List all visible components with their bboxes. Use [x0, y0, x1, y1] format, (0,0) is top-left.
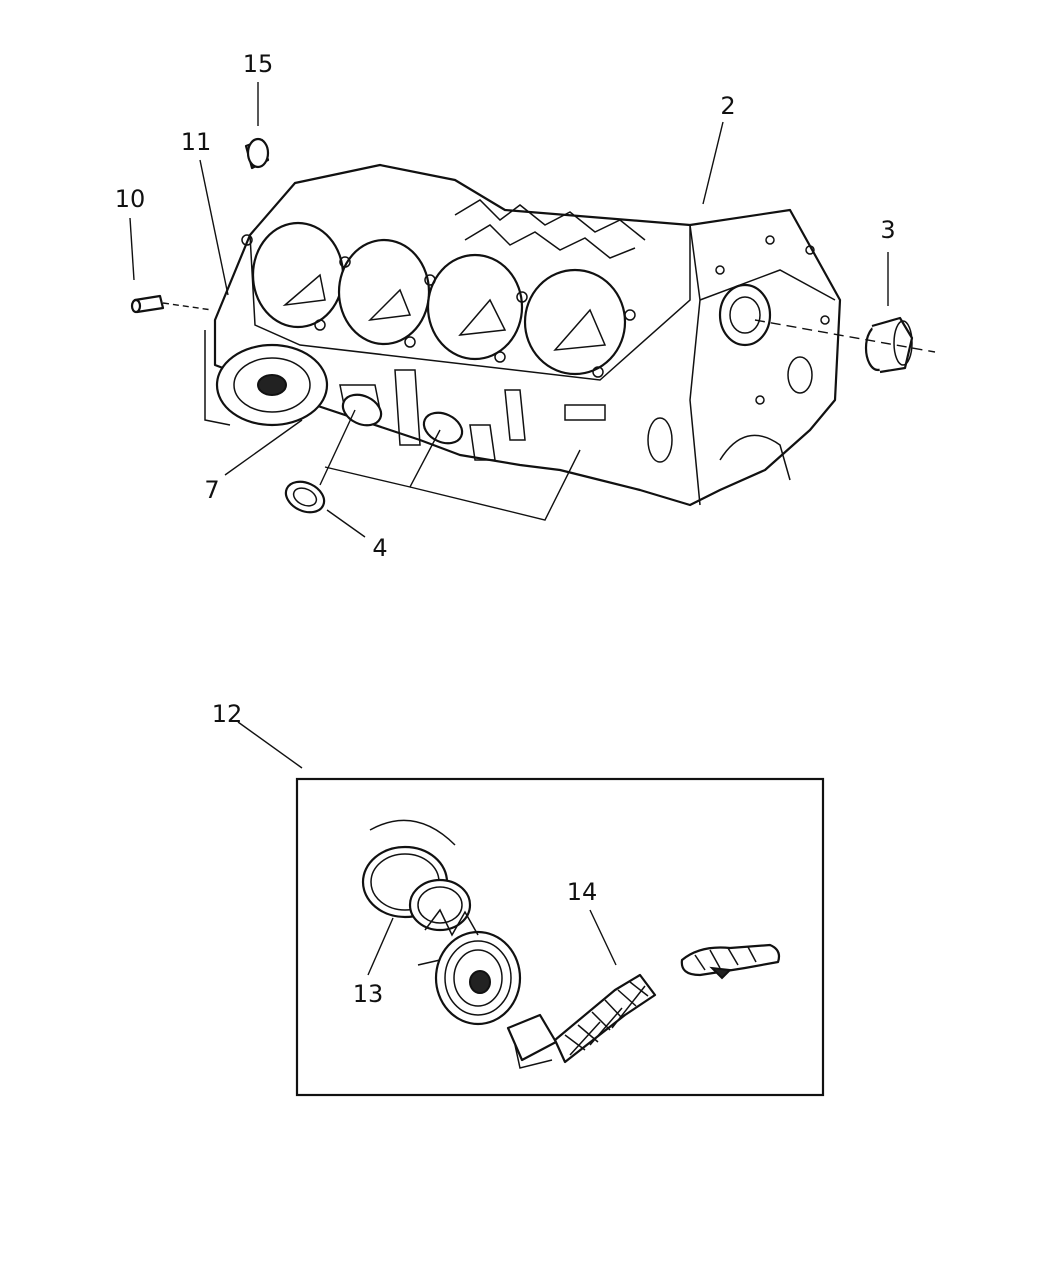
callout-13: 13 — [353, 980, 384, 1008]
callout-labels: 15 11 10 2 3 7 4 12 13 14 — [115, 50, 896, 1008]
part-10-dowel — [130, 294, 213, 314]
callout-12: 12 — [212, 700, 243, 728]
callout-4: 4 — [372, 534, 387, 562]
callout-11: 11 — [181, 128, 212, 156]
part-4-seal — [284, 393, 464, 514]
callout-7: 7 — [204, 476, 219, 504]
callout-2: 2 — [720, 92, 735, 120]
engine-block — [204, 163, 842, 507]
inset-kit-box — [295, 777, 825, 1097]
leader-lines — [129, 82, 889, 976]
part-3-bearing — [754, 316, 936, 374]
callout-14: 14 — [567, 878, 598, 906]
callout-3: 3 — [880, 216, 895, 244]
callout-15: 15 — [243, 50, 274, 78]
part-15-plug — [244, 137, 270, 170]
callout-10: 10 — [115, 185, 146, 213]
